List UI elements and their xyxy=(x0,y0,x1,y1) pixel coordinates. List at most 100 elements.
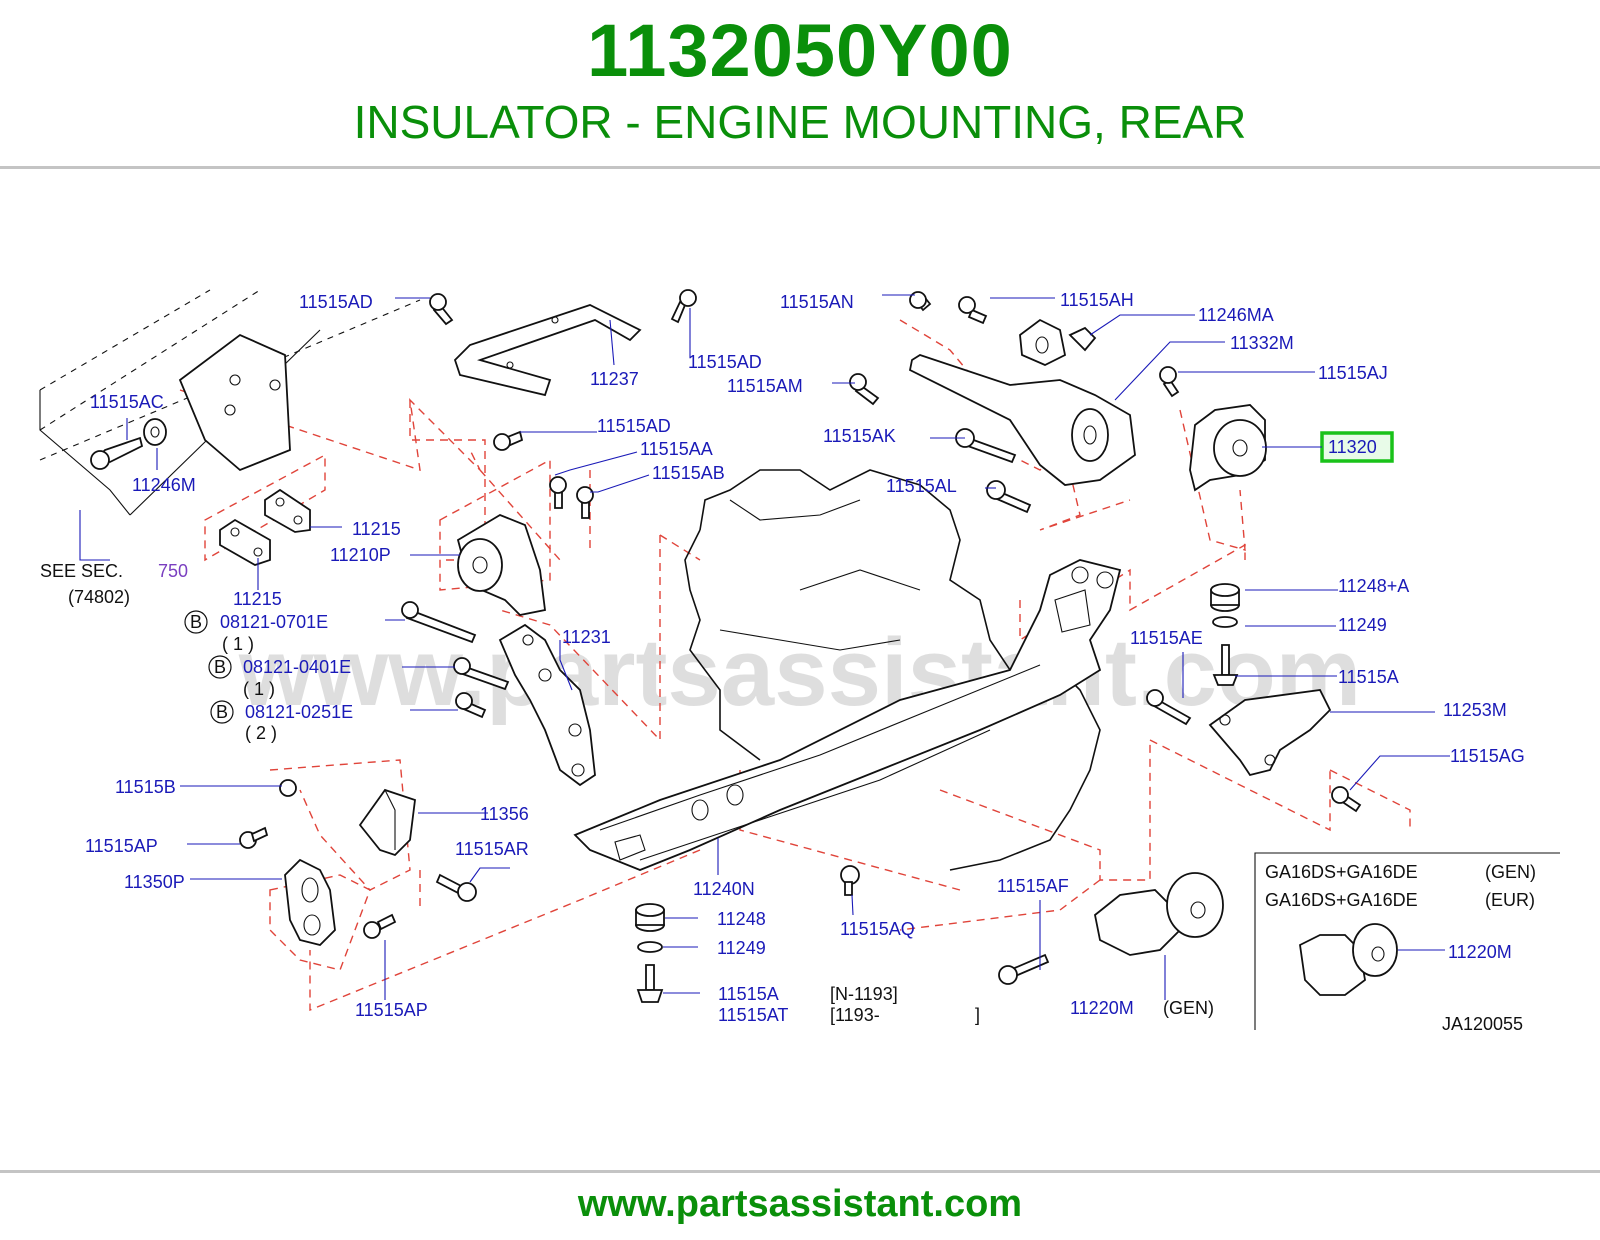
header-divider xyxy=(0,166,1600,169)
gen-tag: (GEN) xyxy=(1163,998,1214,1018)
label-08121-0701e[interactable]: 08121-0701E xyxy=(220,612,328,632)
label-11515ap-a[interactable]: 11515AP xyxy=(85,836,158,856)
parts-diagram-svg: www.partsassistant.com xyxy=(39,289,1560,1034)
label-11515ab[interactable]: 11515AB xyxy=(652,463,725,483)
label-750[interactable]: 750 xyxy=(158,561,188,581)
bolts-08121 xyxy=(401,601,510,719)
range-b: [1193- xyxy=(830,1005,880,1025)
label-11515ac[interactable]: 11515AC xyxy=(90,392,164,412)
diagram-ref-code: JA120055 xyxy=(1442,1014,1523,1034)
bracket-11253m xyxy=(1208,689,1332,777)
label-11515ad-c[interactable]: 11515AD xyxy=(597,416,671,436)
label-11248a[interactable]: 11248+A xyxy=(1338,576,1409,596)
bolts-top-small xyxy=(429,289,1180,519)
label-11515a-a[interactable]: 11515A xyxy=(1338,667,1399,687)
label-11515ad-a[interactable]: 11515AD xyxy=(299,292,373,312)
b-mark-circle-1 xyxy=(184,610,208,634)
mount-11350p xyxy=(284,858,336,946)
crossmember-11240n xyxy=(573,559,1122,871)
label-11249-a[interactable]: 11249 xyxy=(1338,615,1387,635)
label-11515af[interactable]: 11515AF xyxy=(997,876,1069,896)
label-11350p[interactable]: 11350P xyxy=(124,872,185,892)
label-11515ad-b[interactable]: 11515AD xyxy=(688,352,762,372)
label-11515ae[interactable]: 11515AE xyxy=(1130,628,1203,648)
label-11320[interactable]: 11320 xyxy=(1328,437,1377,457)
bracket-11231 xyxy=(498,623,596,787)
small-nuts-bolts-left xyxy=(239,779,477,939)
label-11515ar[interactable]: 11515AR xyxy=(455,839,529,859)
footer-url[interactable]: www.partsassistant.com xyxy=(577,1183,1023,1225)
b-mark-circle-3 xyxy=(210,700,234,724)
label-11246m[interactable]: 11246M xyxy=(132,475,196,495)
label-11215-a[interactable]: 11215 xyxy=(352,519,401,539)
label-11253m[interactable]: 11253M xyxy=(1443,700,1507,720)
label-11515al[interactable]: 11515AL xyxy=(886,476,957,496)
label-11215-b[interactable]: 11215 xyxy=(233,589,282,609)
label-11356[interactable]: 11356 xyxy=(480,804,529,824)
label-11332m[interactable]: 11332M xyxy=(1230,333,1294,353)
stack-11248-11249-11515a xyxy=(635,865,860,1003)
variant-gen-tag: (GEN) xyxy=(1485,862,1536,882)
sec-ref-text: (74802) xyxy=(68,587,130,607)
b-mark-1: B xyxy=(190,612,202,632)
bracket-11515ac-left xyxy=(178,333,291,472)
label-11237[interactable]: 11237 xyxy=(590,369,639,389)
qty-2: ( 2 ) xyxy=(245,723,277,743)
bracket-11237 xyxy=(453,304,642,397)
qty-1b: ( 1 ) xyxy=(243,679,275,699)
washer-11246m xyxy=(143,418,167,446)
variant-eur-engine: GA16DS+GA16DE xyxy=(1265,890,1418,910)
insulator-11246ma xyxy=(1019,318,1097,366)
range-a: [N-1193] xyxy=(830,984,898,1004)
insulator-11320 xyxy=(1189,404,1267,492)
bracket-11356 xyxy=(358,788,416,857)
engine-block-outline xyxy=(684,469,1101,871)
see-sec-text: SEE SEC. xyxy=(40,561,123,581)
label-11210p[interactable]: 11210P xyxy=(330,545,391,565)
label-11515aj[interactable]: 11515AJ xyxy=(1318,363,1388,383)
b-mark-2: B xyxy=(214,657,226,677)
label-11515ak[interactable]: 11515AK xyxy=(823,426,896,446)
label-11515aq[interactable]: 11515AQ xyxy=(840,919,915,939)
leader-lines xyxy=(79,294,1450,1000)
qty-1a: ( 1 ) xyxy=(222,634,254,654)
page-header: 1132050Y00 INSULATOR - ENGINE MOUNTING, … xyxy=(0,0,1600,168)
variant-eur-tag: (EUR) xyxy=(1485,890,1535,910)
label-11515ah[interactable]: 11515AH xyxy=(1060,290,1134,310)
label-11515a-b[interactable]: 11515A xyxy=(718,984,779,1004)
bolt-11515af xyxy=(998,953,1050,985)
bolts-11515ak-al xyxy=(955,428,1032,514)
parts-diagram: www.partsassistant.com xyxy=(0,170,1600,1168)
bolts-11515ae-ag xyxy=(1146,689,1362,813)
label-08121-0401e[interactable]: 08121-0401E xyxy=(243,657,351,677)
b-mark-circle-2 xyxy=(208,655,232,679)
label-11220m-b[interactable]: 11220M xyxy=(1448,942,1512,962)
mount-11220m-gen xyxy=(1094,872,1224,956)
label-11515ag[interactable]: 11515AG xyxy=(1450,746,1525,766)
part-number-title: 1132050Y00 xyxy=(587,9,1013,92)
variant-inset-frame xyxy=(1254,852,1560,1030)
mount-bracket-11332m xyxy=(908,354,1136,486)
bolt-11515ac xyxy=(90,436,144,470)
label-11515aa[interactable]: 11515AA xyxy=(640,439,713,459)
plates-11215 xyxy=(219,488,311,566)
range-b-end: ] xyxy=(975,1005,980,1025)
b-mark-3: B xyxy=(216,702,228,722)
footer-divider xyxy=(0,1170,1600,1173)
label-11249-b[interactable]: 11249 xyxy=(717,938,766,958)
label-11248[interactable]: 11248 xyxy=(717,909,766,929)
mount-11210p xyxy=(456,513,546,616)
callout-labels: 11515AD 11237 11515AD 11515AN 11515AH 11… xyxy=(40,290,1536,1034)
label-11231[interactable]: 11231 xyxy=(562,627,611,647)
bumper-11248a xyxy=(1210,583,1240,686)
label-11515an[interactable]: 11515AN xyxy=(780,292,854,312)
part-name-subtitle: INSULATOR - ENGINE MOUNTING, REAR xyxy=(353,96,1247,148)
label-11220m-a[interactable]: 11220M xyxy=(1070,998,1134,1018)
label-11240n[interactable]: 11240N xyxy=(693,879,755,899)
label-11515am[interactable]: 11515AM xyxy=(727,376,803,396)
label-11246ma[interactable]: 11246MA xyxy=(1198,305,1274,325)
label-11515at[interactable]: 11515AT xyxy=(718,1005,788,1025)
label-11515ap-b[interactable]: 11515AP xyxy=(355,1000,428,1020)
label-08121-0251e[interactable]: 08121-0251E xyxy=(245,702,353,722)
label-11515b[interactable]: 11515B xyxy=(115,777,176,797)
